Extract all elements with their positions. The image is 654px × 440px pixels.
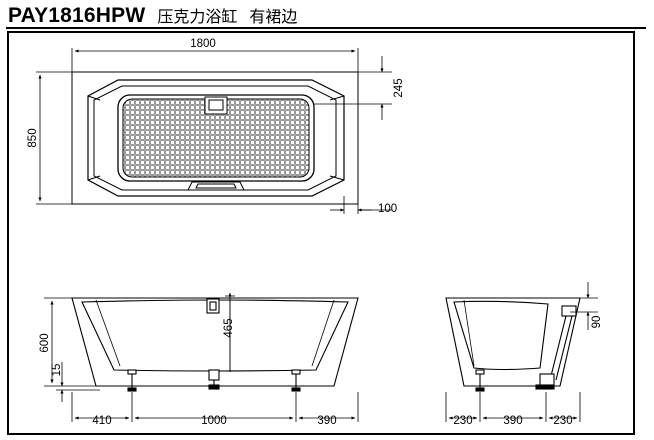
dim-end-top-drop: 90: [591, 316, 603, 329]
side-view-legs: [127, 369, 301, 392]
model-number: PAY1816HPW: [8, 4, 146, 27]
product-description: 压克力浴缸: [157, 7, 238, 26]
side-view-tub-inner: [81, 299, 349, 372]
product-variant: 有裙边: [249, 7, 298, 26]
top-view: [71, 71, 359, 205]
drawing-frame: [7, 31, 635, 435]
dim-top-drain-offset: 245: [393, 78, 405, 97]
dim-side-overflow-height: 465: [223, 318, 235, 337]
side-view: [71, 297, 359, 392]
dim-top-width: 850: [27, 128, 39, 147]
end-view-dimensions: [445, 282, 598, 422]
top-view-outline: [71, 71, 359, 205]
end-view-overflow-pipe: [535, 305, 577, 390]
top-view-dimensions: [36, 48, 392, 214]
top-view-rim: [87, 79, 345, 197]
dim-side-mid-legs: 1000: [201, 415, 227, 427]
side-view-tub-outer: [71, 297, 359, 387]
dim-side-height: 600: [39, 333, 51, 352]
dim-top-skirt: 100: [378, 203, 397, 215]
dim-end-left: 230: [453, 415, 472, 427]
side-view-dimensions: [44, 292, 359, 422]
dim-end-mid: 390: [503, 415, 522, 427]
end-view-tub-inner: [453, 300, 549, 371]
dim-side-left-leg: 410: [92, 415, 111, 427]
dim-side-right-leg: 390: [317, 415, 336, 427]
end-view-legs: [475, 369, 485, 392]
top-view-basin: [117, 94, 315, 182]
drawing-header: PAY1816HPW 压克力浴缸 有裙边: [8, 3, 297, 29]
dim-side-foot-height: 15: [51, 364, 63, 377]
end-view-tub-outer: [445, 297, 581, 387]
top-view-inner-rim: [93, 85, 337, 191]
dim-top-length: 1800: [190, 38, 216, 50]
dim-end-right: 230: [553, 415, 572, 427]
end-view: [445, 297, 581, 392]
header-rule: [6, 27, 646, 29]
